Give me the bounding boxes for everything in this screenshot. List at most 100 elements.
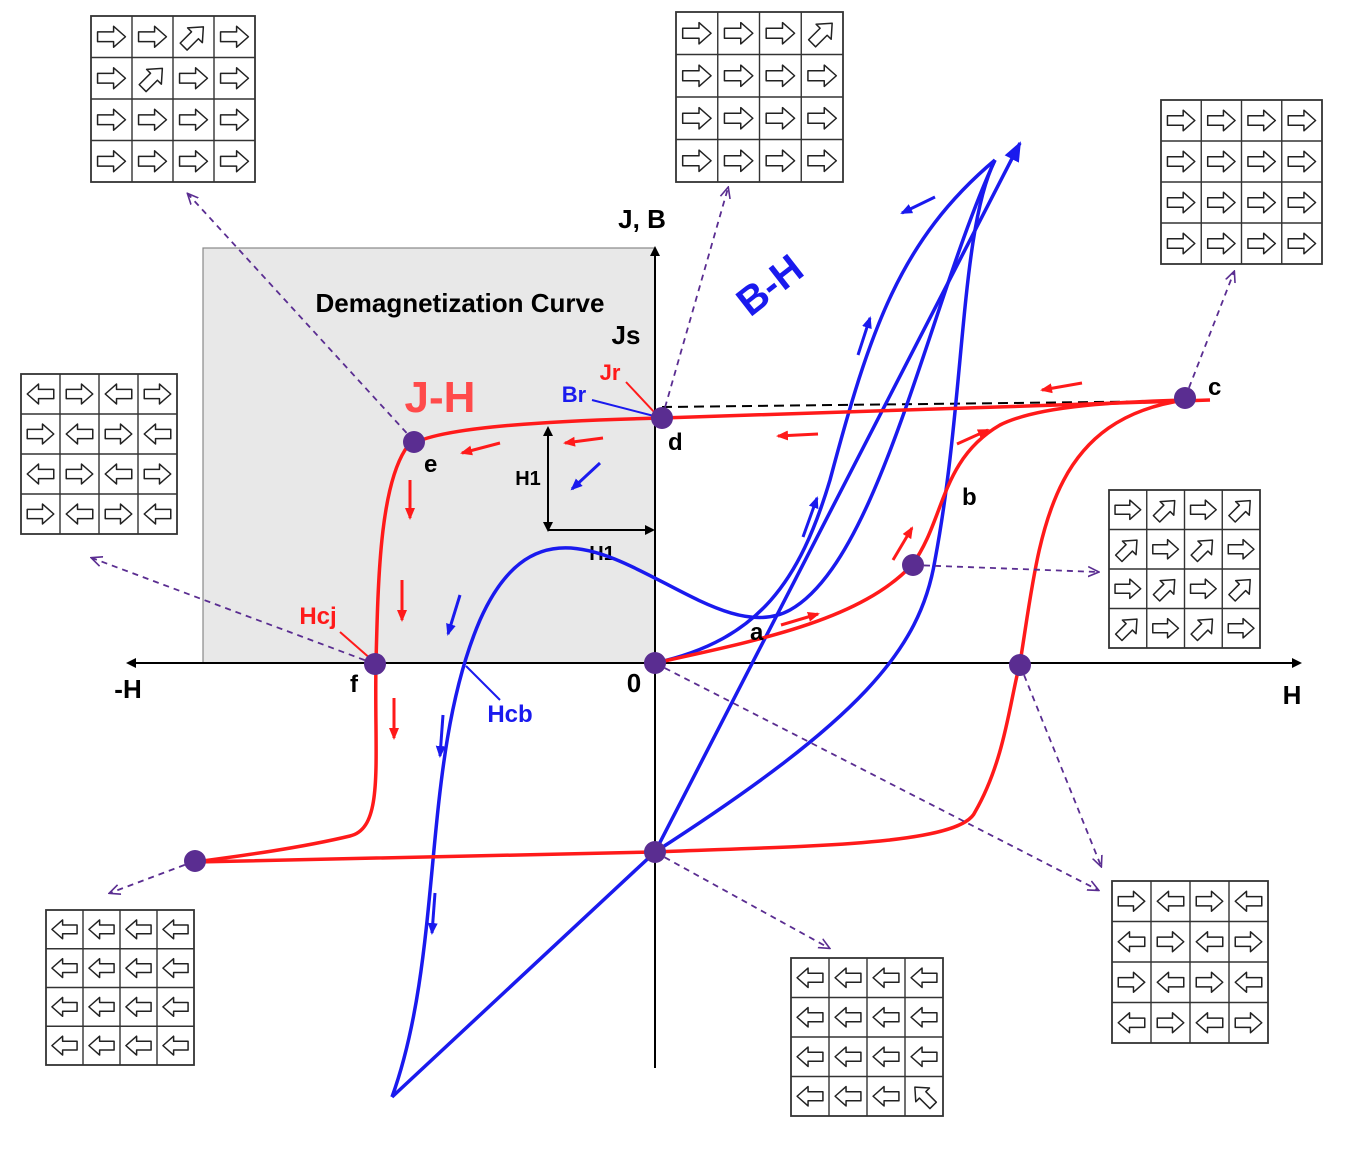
domain-arrow-icon [65,383,94,405]
domain-arrow-icon [104,463,133,485]
domain-arrow-icon [104,383,133,405]
domain-arrow-icon [834,1085,862,1107]
point-d [651,407,673,429]
domain-arrow-icon [796,967,824,989]
domain-arrow-icon [96,150,127,173]
domain-arrow-icon [1234,931,1263,953]
domain-arrow-icon [143,383,172,405]
domain-arrow-icon [1228,499,1251,523]
grid-mid-right [1108,489,1261,649]
domain-arrow-icon [1195,971,1224,993]
js-label: Js [612,320,641,350]
jh-label: J-H [405,373,476,422]
domain-arrow-icon [1114,499,1142,521]
domain-arrow-icon [137,25,168,48]
domain-arrow-icon [88,996,115,1018]
point-c-label: c [1208,374,1221,401]
domain-arrow-icon [26,463,55,485]
domain-arrow-icon [65,423,94,445]
domain-arrow-icon [1166,232,1196,255]
domain-arrow-icon [143,423,172,445]
domain-arrow-icon [1287,150,1317,173]
axis-y-label: J, B [618,204,666,234]
domain-arrow-icon [1206,191,1236,214]
domain-arrow-icon [1195,890,1224,912]
grid-bottom-center [790,957,944,1117]
point-e [403,431,425,453]
domain-arrow-icon [137,108,168,131]
domain-arrow-icon [1114,618,1138,642]
axis-x-neg-label: -H [114,674,141,704]
domain-arrow-icon [178,150,209,173]
domain-arrow-icon [178,67,209,90]
domain-arrow-icon [1117,890,1146,912]
grid-bottom-left [45,909,195,1066]
domain-arrow-icon [910,967,938,989]
point-f [364,653,386,675]
domain-arrow-icon [1234,971,1263,993]
point-negative-saturation [184,850,206,872]
domain-arrow-icon [26,423,55,445]
axis-x-pos-label: H [1283,680,1302,710]
domain-arrow-icon [65,463,94,485]
domain-arrow-icon [872,1085,900,1107]
domain-arrow-icon [138,67,164,93]
domain-arrow-icon [796,1006,824,1028]
domain-arrow-icon [834,967,862,989]
domain-arrow-icon [723,64,754,88]
domain-arrow-icon [26,383,55,405]
domain-arrow-icon [1287,191,1317,214]
domain-arrow-icon [807,149,838,173]
bh-label: B-H [729,246,812,324]
hcb-leader [465,665,501,701]
point-f-label: f [350,671,359,698]
domain-arrow-icon [1166,150,1196,173]
domain-arrow-icon [26,503,55,525]
demag-title: Demagnetization Curve [316,288,605,318]
point-e-label: e [424,451,437,478]
domain-arrow-icon [1287,109,1317,132]
bh-direction-arrows [427,195,936,935]
domain-arrow-icon [219,25,250,48]
domain-arrow-icon [51,996,78,1018]
domain-arrow-icon [807,106,838,130]
grid-bottom-right [1111,880,1269,1044]
domain-arrow-icon [872,967,900,989]
domain-arrow-icon [1117,971,1146,993]
hcj-label: Hcj [299,603,336,630]
domain-arrow-icon [723,21,754,45]
domain-arrow-icon [1227,617,1255,639]
domain-arrow-icon [834,1006,862,1028]
domain-arrow-icon [1228,578,1251,602]
domain-arrow-icon [681,64,712,88]
grid-top-left [90,15,256,183]
point-a-label: a [750,619,764,646]
hcj-leader [339,631,373,661]
domain-arrow-icon [910,1046,938,1068]
domain-arrow-icon [1234,890,1263,912]
domain-arrow-icon [1206,150,1236,173]
domain-arrow-icon [1152,538,1180,560]
domain-arrow-icon [88,957,115,979]
domain-arrow-icon [179,26,205,51]
domain-arrow-icon [162,919,189,940]
domain-arrow-icon [162,996,189,1018]
domain-arrow-icon [219,150,250,173]
jr-leader [625,381,656,414]
domain-arrow-icon [834,1046,862,1068]
domain-arrow-icon [96,108,127,131]
domain-arrow-icon [1206,109,1236,132]
grid-mid-left [20,373,178,535]
domain-arrow-icon [104,423,133,445]
domain-leaders [92,188,1234,948]
jr-label: Jr [600,360,621,385]
point-d-label: d [668,429,683,456]
br-leader [591,399,655,417]
domain-arrow-icon [125,919,152,940]
domain-arrow-icon [143,503,172,525]
domain-arrow-icon [1166,191,1196,214]
domain-arrow-icon [807,64,838,88]
domain-arrow-icon [1247,232,1277,255]
domain-arrow-icon [162,957,189,979]
